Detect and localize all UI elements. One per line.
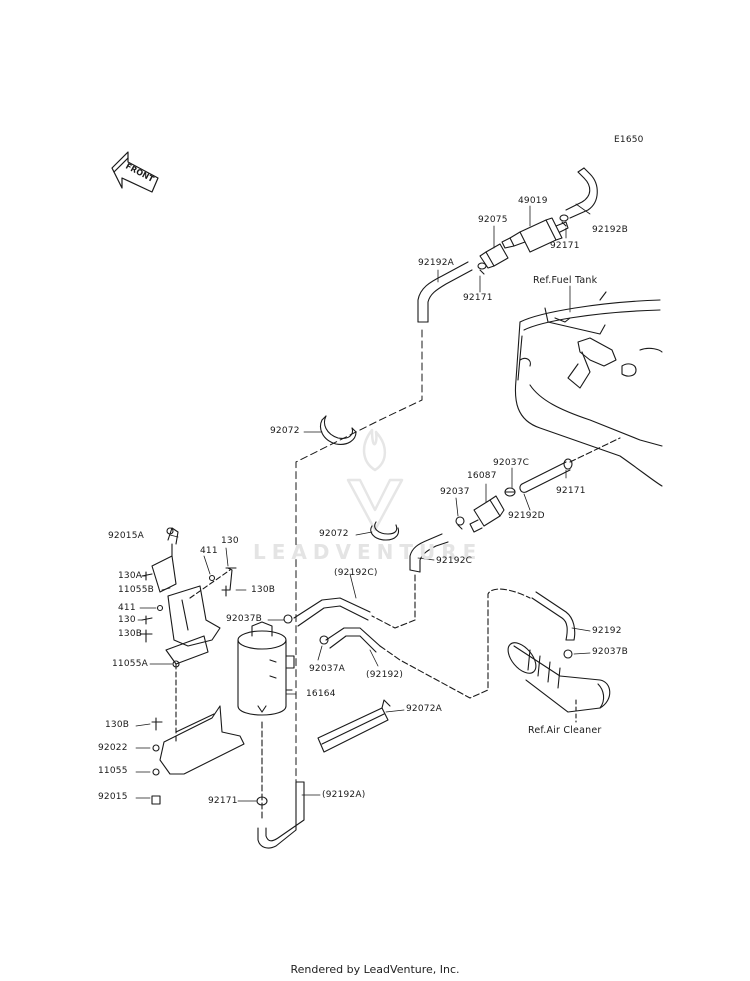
part-label-92037B[interactable]: 92037B	[226, 614, 263, 624]
ref-fuel-tank: Ref.Fuel Tank	[533, 275, 598, 286]
part-label-130B[interactable]: 130B	[251, 585, 276, 595]
part-label-411[interactable]: 411	[118, 603, 136, 613]
clamp-92171-right	[563, 458, 573, 470]
clamp-92171-top	[477, 214, 569, 275]
hose-92192A-upper	[417, 261, 473, 323]
part-label-49019[interactable]: 49019	[518, 196, 548, 206]
part-label-92192A-ref[interactable]: (92192A)	[322, 790, 366, 800]
hose-92192-middle	[325, 588, 531, 699]
part-label-92072A[interactable]: 92072A	[406, 704, 442, 714]
clamp-92037A	[319, 635, 329, 645]
part-label-92171[interactable]: 92171	[550, 241, 580, 251]
bracket-assembly	[151, 527, 245, 775]
clamp-92037	[455, 516, 465, 530]
part-label-92192B[interactable]: 92192B	[592, 225, 629, 235]
front-arrow-icon	[111, 151, 159, 193]
part-label-16164[interactable]: 16164	[306, 689, 336, 699]
part-label-92072[interactable]: 92072	[270, 426, 300, 436]
part-label-92192C-ref[interactable]: (92192C)	[334, 568, 378, 578]
ref-air-cleaner: Ref.Air Cleaner	[528, 725, 602, 736]
part-label-92171[interactable]: 92171	[463, 293, 493, 303]
part-label-92015A[interactable]: 92015A	[108, 531, 144, 541]
part-label-11055A[interactable]: 11055A	[112, 659, 148, 669]
part-label-11055B[interactable]: 11055B	[118, 585, 155, 595]
part-label-92037A[interactable]: 92037A	[309, 664, 345, 674]
watermark-logo	[346, 428, 404, 532]
fuel-filter-49019	[501, 217, 569, 253]
part-label-11055[interactable]: 11055	[98, 766, 128, 776]
hose-route-lines	[295, 329, 423, 801]
part-label-411[interactable]: 411	[200, 546, 218, 556]
clamp-92037B-left	[283, 614, 293, 624]
footer-credit: Rendered by LeadVenture, Inc.	[290, 963, 460, 976]
part-label-16087[interactable]: 16087	[467, 471, 497, 481]
part-label-92192-ref[interactable]: (92192)	[366, 670, 404, 680]
part-label-92171[interactable]: 92171	[556, 486, 586, 496]
diagram-code: E1650	[614, 135, 644, 145]
fuel-tank	[514, 291, 663, 487]
part-label-130B[interactable]: 130B	[118, 629, 143, 639]
part-label-92037C[interactable]: 92037C	[493, 458, 530, 468]
canister-16164	[237, 621, 295, 716]
part-label-92022[interactable]: 92022	[98, 743, 128, 753]
part-label-130[interactable]: 130	[221, 536, 239, 546]
clamp-92037C	[504, 487, 516, 497]
clamp-92171-lower	[256, 796, 268, 806]
part-label-92192[interactable]: 92192	[592, 626, 622, 636]
hose-92192C	[371, 533, 449, 629]
part-label-92192C[interactable]: 92192C	[436, 556, 473, 566]
valve-16087	[469, 495, 505, 533]
clamp-92037B-right	[563, 649, 573, 659]
strap-92072A	[317, 699, 391, 753]
clamp-92072-upper	[319, 415, 357, 445]
watermark-text: LEADVENTURE	[253, 540, 483, 564]
hose-92192A-lower	[257, 719, 305, 849]
air-cleaner-duct	[507, 642, 611, 723]
part-label-92072[interactable]: 92072	[319, 529, 349, 539]
part-label-130[interactable]: 130	[118, 615, 136, 625]
part-label-92015[interactable]: 92015	[98, 792, 128, 802]
hose-92192B	[565, 167, 598, 219]
hose-92192-right	[531, 591, 576, 641]
hose-92192D	[519, 437, 621, 493]
damper-92075	[479, 243, 509, 269]
part-label-92171[interactable]: 92171	[208, 796, 238, 806]
clamp-92072-lower	[370, 521, 400, 541]
part-label-92037[interactable]: 92037	[440, 487, 470, 497]
bolts-and-washers	[139, 527, 237, 805]
part-label-92192D[interactable]: 92192D	[508, 511, 545, 521]
leader-lines	[135, 203, 591, 802]
part-label-92192A[interactable]: 92192A	[418, 258, 454, 268]
part-label-130B[interactable]: 130B	[105, 720, 130, 730]
part-label-92075[interactable]: 92075	[478, 215, 508, 225]
part-label-130A[interactable]: 130A	[118, 571, 143, 581]
part-label-92037B[interactable]: 92037B	[592, 647, 629, 657]
hose-92192C-canister	[293, 597, 371, 627]
